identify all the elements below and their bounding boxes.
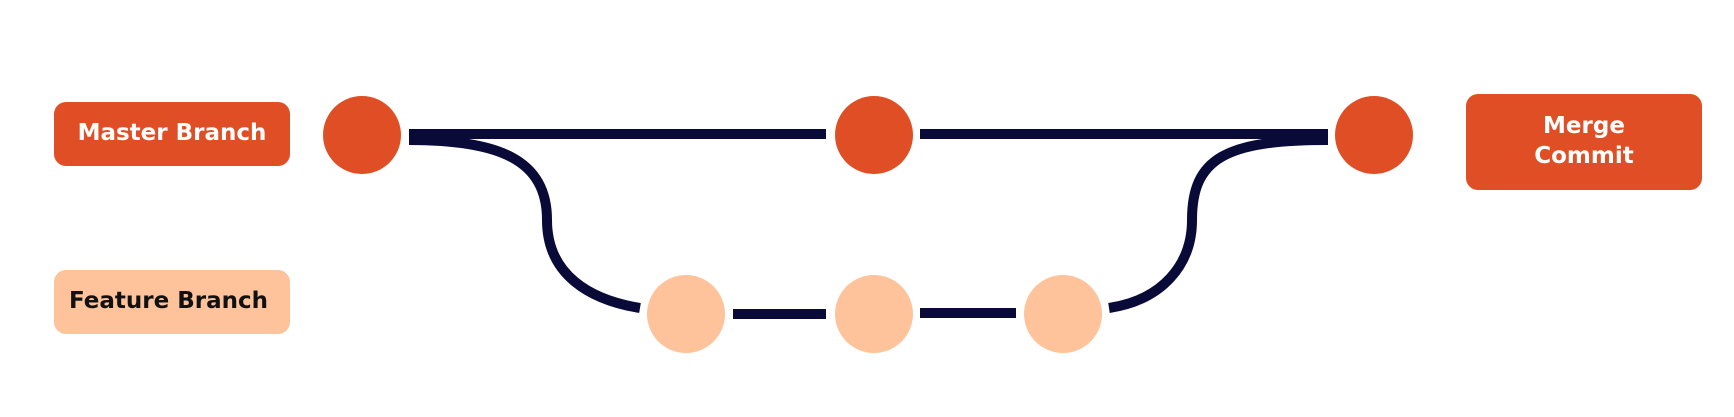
feature-commit-node[interactable] xyxy=(835,275,913,353)
branch-off-curve xyxy=(408,135,641,313)
merge-commit-node[interactable] xyxy=(1335,96,1413,174)
feature-branch-text: Feature Branch xyxy=(69,288,268,315)
feature-commit-node[interactable] xyxy=(647,275,725,353)
master-branch-text: Master Branch xyxy=(77,120,267,147)
merge-commit-text-line-2: Commit xyxy=(1534,143,1634,169)
master-branch-label: Master Branch xyxy=(54,102,290,166)
feature-branch-label: Feature Branch xyxy=(54,270,290,334)
merge-back-curve xyxy=(1108,135,1329,313)
merge-commit-label: Merge Commit xyxy=(1466,94,1702,190)
master-commit-node[interactable] xyxy=(835,96,913,174)
master-commit-node[interactable] xyxy=(323,96,401,174)
feature-commit-node[interactable] xyxy=(1024,275,1102,353)
merge-commit-text-line-1: Merge xyxy=(1543,113,1625,140)
